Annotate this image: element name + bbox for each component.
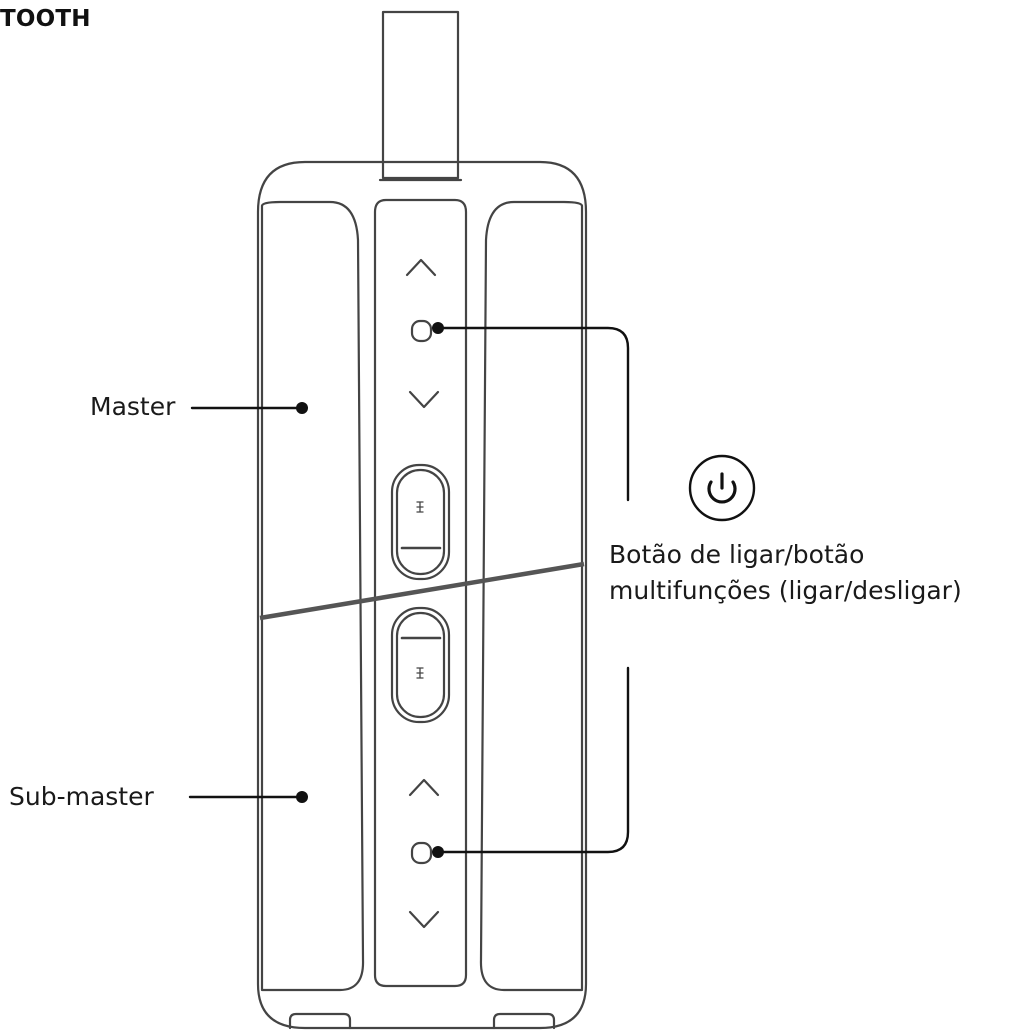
master-marker <box>296 402 308 414</box>
chevron-down-icon <box>408 390 440 409</box>
master-label: Master <box>90 392 176 421</box>
power-button-label-line2: multifunções (ligar/desligar) <box>609 576 962 605</box>
usb-port-icon <box>390 463 451 581</box>
chevron-up-icon <box>405 258 437 277</box>
power-icon <box>688 454 756 522</box>
sub-master-label: Sub-master <box>9 782 154 811</box>
speaker-foot-right <box>492 1012 556 1030</box>
left-panel <box>260 200 365 992</box>
power-marker-lower <box>432 846 444 858</box>
carry-strap <box>381 10 460 180</box>
right-panel <box>479 200 584 992</box>
power-bracket-lower <box>436 666 630 854</box>
power-button-label: Botão de ligar/botão multifunções (ligar… <box>609 537 962 609</box>
speaker-foot-left <box>288 1012 352 1030</box>
chevron-down-icon-lower <box>408 910 440 929</box>
power-button-sub-master <box>410 841 433 865</box>
usb-port-icon-lower <box>390 606 451 724</box>
chevron-up-icon-lower <box>408 778 440 797</box>
power-button-master <box>410 319 433 343</box>
power-button-label-line1: Botão de ligar/botão <box>609 540 865 569</box>
power-bracket-upper <box>436 326 630 502</box>
speaker-body <box>256 160 588 1030</box>
page-heading: TOOTH <box>0 6 91 32</box>
control-strip <box>373 198 468 988</box>
sub-master-marker <box>296 791 308 803</box>
power-marker-upper <box>432 322 444 334</box>
split-line <box>259 561 585 621</box>
